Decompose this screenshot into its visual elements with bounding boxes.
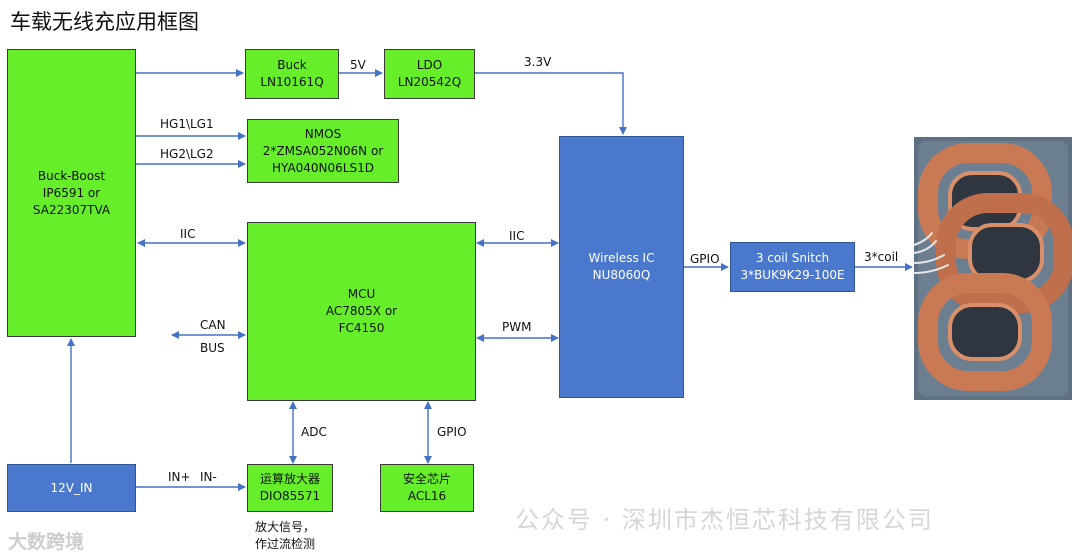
wireless-ic-block: Wireless IC NU8060Q [559, 136, 684, 398]
wire-ldo-wireless [475, 72, 627, 135]
label-amp-note-1: 放大信号， [255, 520, 316, 534]
label-adc: ADC [301, 425, 327, 439]
coil-image [914, 137, 1072, 400]
label-gpio-wireless: GPIO [690, 252, 720, 266]
label-bus: BUS [200, 341, 225, 355]
coil-switch-block: 3 coil Snitch 3*BUK9K29-100E [730, 242, 855, 292]
mcu-block: MCU AC7805X or FC4150 [247, 222, 476, 401]
label-5v: 5V [350, 58, 366, 72]
label-hg1-lg1: HG1\LG1 [160, 117, 214, 131]
label-3-coil: 3*coil [864, 250, 899, 264]
label-iic-left: IIC [180, 227, 196, 241]
watermark-text: 公众号 · 深圳市杰恒芯科技有限公司 [515, 506, 934, 534]
security-chip-block: 安全芯片 ACL16 [380, 464, 474, 512]
page-title: 车载无线充应用框图 [10, 10, 199, 34]
label-iic-right: IIC [509, 229, 525, 243]
op-amp-block: 运算放大器 DIO85571 [247, 464, 333, 512]
wireless-coils-graphic [914, 137, 1072, 400]
label-can: CAN [200, 318, 226, 332]
buck-boost-block: Buck-Boost IP6591 or SA22307TVA [7, 49, 136, 337]
label-in-plus: IN+ [168, 470, 191, 484]
label-amp-note-2: 作过流检测 [255, 537, 316, 551]
label-pwm: PWM [502, 320, 532, 334]
buck-block: Buck LN10161Q [245, 49, 339, 99]
brand-logo: 大数跨境 [8, 531, 85, 553]
ldo-block: LDO LN20542Q [384, 49, 475, 99]
label-3v3: 3.3V [524, 55, 552, 69]
input-12v-block: 12V_IN [7, 464, 136, 512]
label-in-minus: IN- [200, 470, 217, 484]
label-hg2-lg2: HG2\LG2 [160, 147, 214, 161]
nmos-block: NMOS 2*ZMSA052N06N or HYA040N06LS1D [247, 119, 399, 183]
label-gpio-mcu: GPIO [437, 425, 467, 439]
